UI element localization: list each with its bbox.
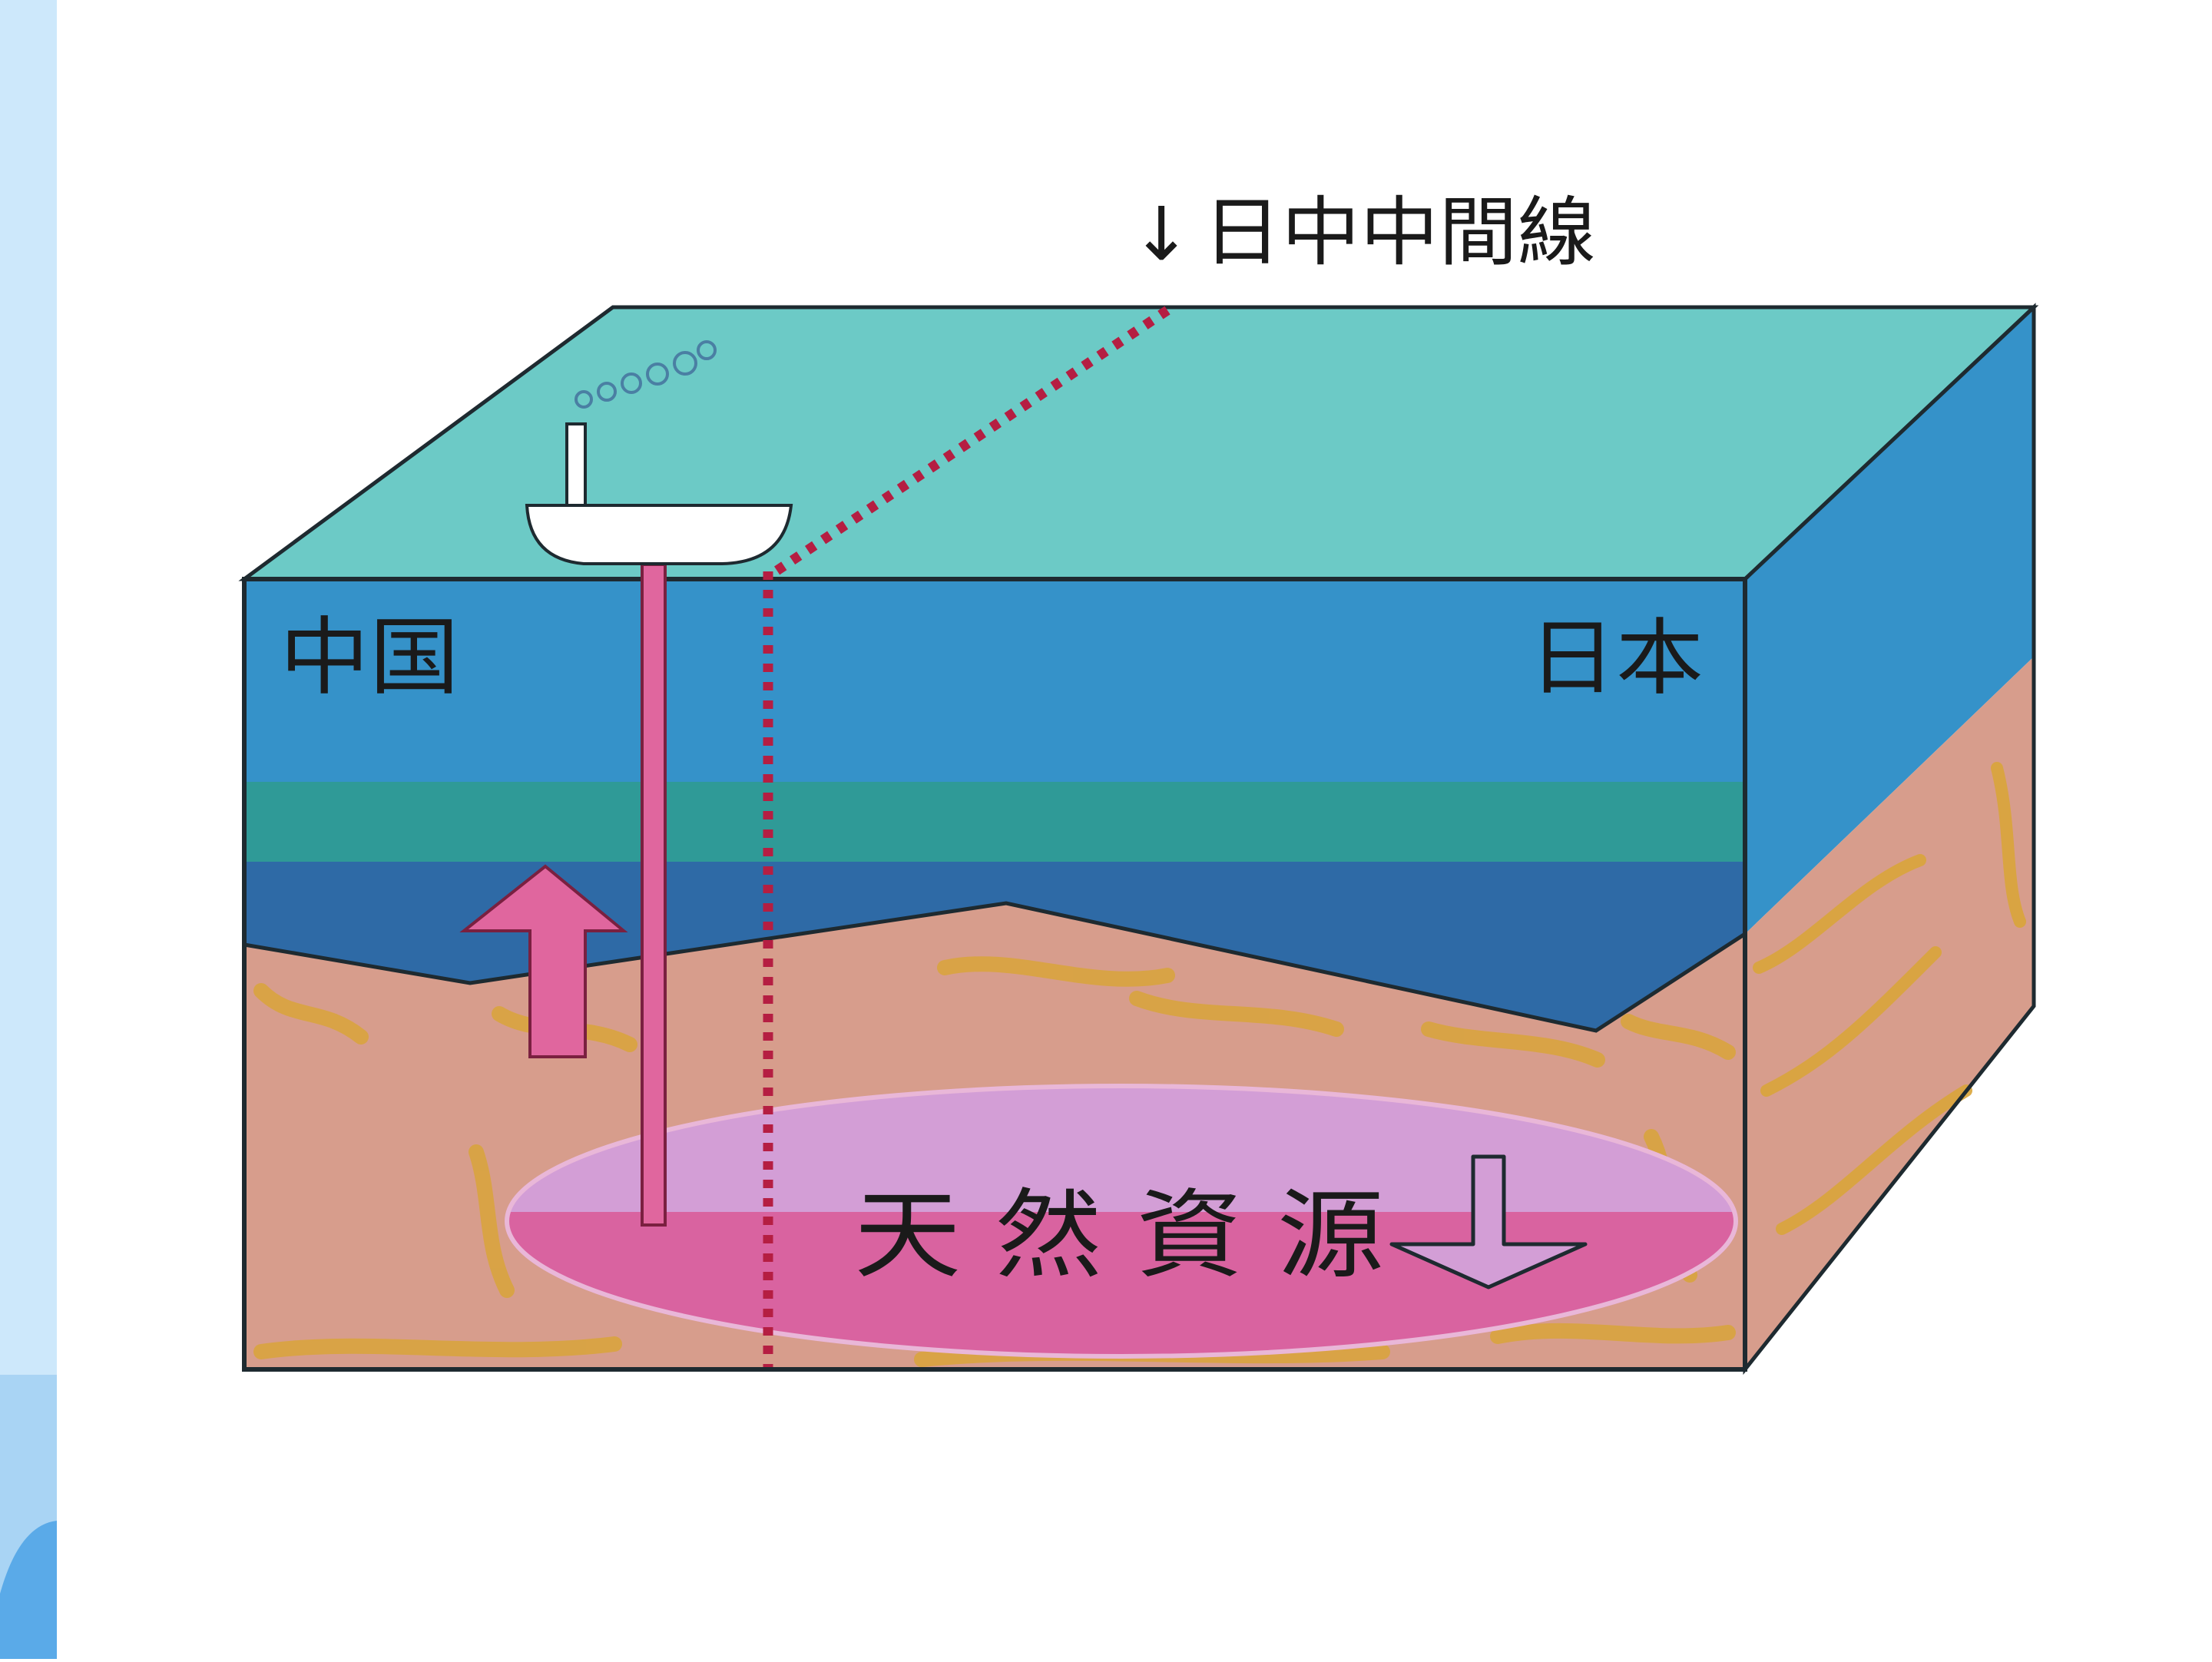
median-line	[763, 306, 1171, 1367]
right-side-face	[1743, 303, 2036, 1376]
natural-resources-label: 天 然 資 源	[854, 1179, 1384, 1292]
sea-surface-top-face	[238, 305, 2039, 581]
up-arrow-icon	[459, 864, 628, 1058]
left-sidebar-strip	[0, 0, 57, 1659]
median-line-label: 日中中間線	[1203, 189, 1596, 276]
china-label: 中国	[280, 608, 459, 707]
front-face-outline	[242, 577, 1747, 1372]
median-line-label-arrow: ↓	[1131, 191, 1192, 277]
front-water-layers	[244, 579, 1745, 1032]
drill-pipe	[641, 563, 667, 1227]
down-arrow-icon	[1389, 1154, 1588, 1290]
seabed-boundary-line	[243, 901, 1747, 1033]
japan-label: 日本	[1528, 611, 1704, 707]
drilling-ship-icon	[525, 340, 793, 565]
